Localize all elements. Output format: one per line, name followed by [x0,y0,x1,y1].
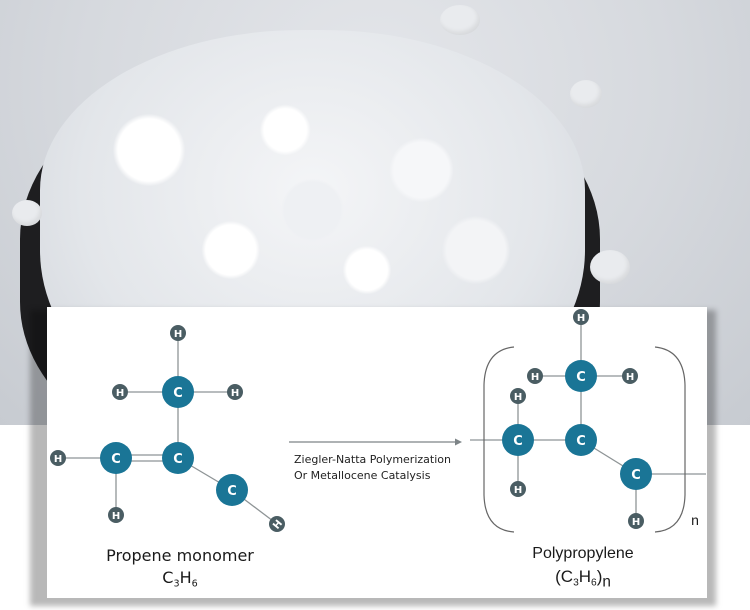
svg-text:C: C [576,370,586,385]
formula-open-paren: ( [555,567,561,586]
svg-text:H: H [514,392,522,403]
hydrogen-atom: H [527,368,543,384]
repeat-unit-brackets [483,346,686,533]
stray-pellet [590,250,630,284]
svg-text:H: H [231,388,239,399]
hydrogen-atom: H [170,325,186,341]
carbon-atom: C [216,474,248,506]
monomer-formula: C3H6 [80,568,280,589]
carbon-atom: C [620,458,652,490]
svg-text:C: C [173,386,183,401]
carbon-atom: C [100,442,132,474]
formula-close-paren: ) [596,567,603,586]
hydrogen-atom: H [108,507,124,523]
right-arrow-icon [289,438,462,446]
catalyst-line-2: Or Metallocene Catalysis [294,469,431,482]
formula-c: C [162,568,174,587]
formula-c-subscript: 3 [573,577,579,589]
formula-h-subscript: 6 [591,577,597,589]
svg-text:H: H [116,388,124,399]
hydrogen-atom: H [227,384,243,400]
monomer-name: Propene monomer [106,546,254,565]
formula-c: C [560,567,574,586]
svg-text:C: C [173,452,183,467]
formula-n-subscript: n [602,573,611,591]
hydrogen-atom: H [622,368,638,384]
hydrogen-atom: H [510,481,526,497]
svg-text:H: H [531,372,539,383]
formula-c-subscript: 3 [173,578,180,590]
formula-h: H [179,568,192,587]
monomer-atoms: H C H H C C H H C H [50,325,285,532]
carbon-atom: C [565,424,597,456]
hydrogen-atom: H [628,513,644,529]
svg-text:C: C [631,468,641,483]
stray-pellet [440,5,480,35]
carbon-atom: C [565,360,597,392]
svg-text:H: H [626,372,634,383]
formula-h: H [578,567,592,586]
formula-h-subscript: 6 [191,578,198,590]
svg-text:H: H [632,517,640,528]
hydrogen-atom: H [112,384,128,400]
hydrogen-atom: H [269,516,285,532]
hydrogen-atom: H [510,388,526,404]
polymer-atoms: H C H H H C C C H H [502,309,652,529]
polymer-name: Polypropylene [532,545,634,562]
svg-text:C: C [513,434,523,449]
polymer-bonds [470,317,706,521]
polymer-formula: (C3H6)n [488,567,678,592]
stray-pellet [12,200,42,226]
polypropylene-pellets-photo [0,0,750,425]
carbon-atom: C [502,424,534,456]
carbon-atom: C [162,376,194,408]
catalyst-line-1: Ziegler-Natta Polymerization [294,453,451,466]
hydrogen-atom: H [573,309,589,325]
svg-text:C: C [576,434,586,449]
svg-text:H: H [577,313,585,324]
svg-text:H: H [54,454,62,465]
svg-text:H: H [174,329,182,340]
reaction-conditions: Ziegler-Natta Polymerization Or Metalloc… [294,452,451,484]
svg-text:C: C [111,452,121,467]
svg-text:H: H [112,511,120,522]
svg-text:H: H [514,485,522,496]
carbon-atom: C [162,442,194,474]
repeat-count-n: n [691,512,699,528]
hydrogen-atom: H [50,450,66,466]
stray-pellet [570,80,602,108]
diagram-card [47,307,707,598]
svg-text:C: C [227,484,237,499]
